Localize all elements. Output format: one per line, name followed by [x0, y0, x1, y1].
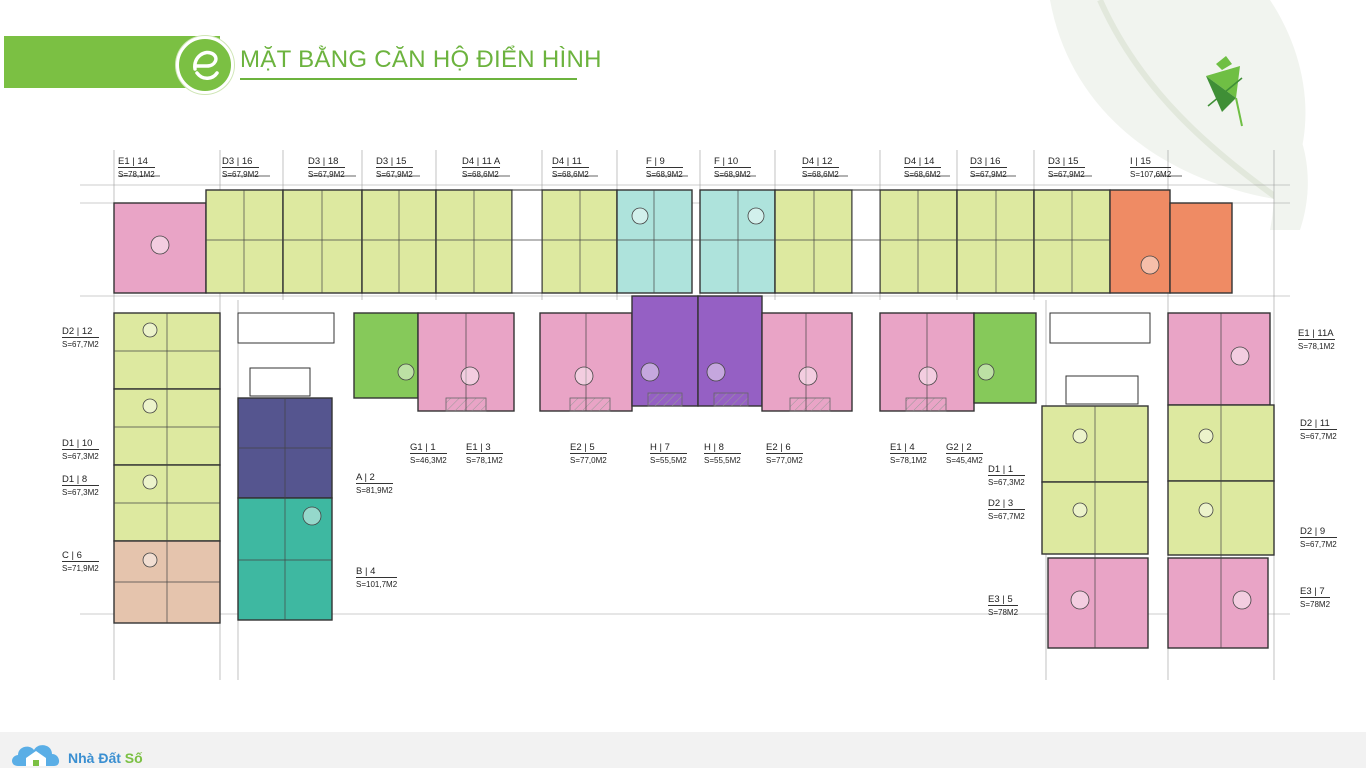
floor-plan	[80, 150, 1290, 680]
project-logo-icon	[176, 36, 234, 94]
footer-bar	[0, 732, 1366, 768]
leaf-watermark-icon	[1050, 0, 1308, 230]
developer-logo-icon	[1206, 56, 1243, 127]
cloud-house-logo-icon	[12, 745, 60, 766]
page-title: MẶT BẰNG CĂN HỘ ĐIỂN HÌNH	[240, 46, 602, 73]
title-underline	[240, 78, 577, 80]
brand-name: Nhà Đất Số	[68, 750, 143, 766]
